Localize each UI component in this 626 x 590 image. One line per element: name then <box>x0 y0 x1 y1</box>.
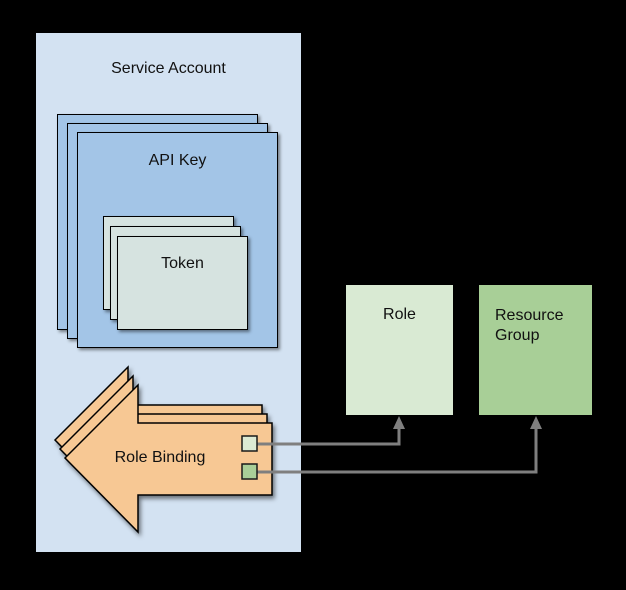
resource-group-port-square <box>241 463 258 480</box>
token-label: Token <box>161 255 204 272</box>
role-port-square <box>241 435 258 452</box>
api-key-label: API Key <box>148 152 207 169</box>
resource-group-box: Resource Group <box>478 284 593 416</box>
token-card: Token <box>117 236 248 330</box>
resource-group-connector-arrowhead-icon <box>530 416 542 429</box>
resource-group-label: Resource Group <box>495 307 564 344</box>
role-connector-arrowhead-icon <box>393 416 405 429</box>
role-label: Role <box>383 306 416 323</box>
service-account-label: Service Account <box>111 60 226 77</box>
role-box: Role <box>345 284 454 416</box>
role-connector-line <box>257 427 401 446</box>
role-binding-arrow <box>63 383 273 534</box>
resource-group-connector-line <box>257 427 538 474</box>
role-binding-label: Role Binding <box>114 449 206 466</box>
